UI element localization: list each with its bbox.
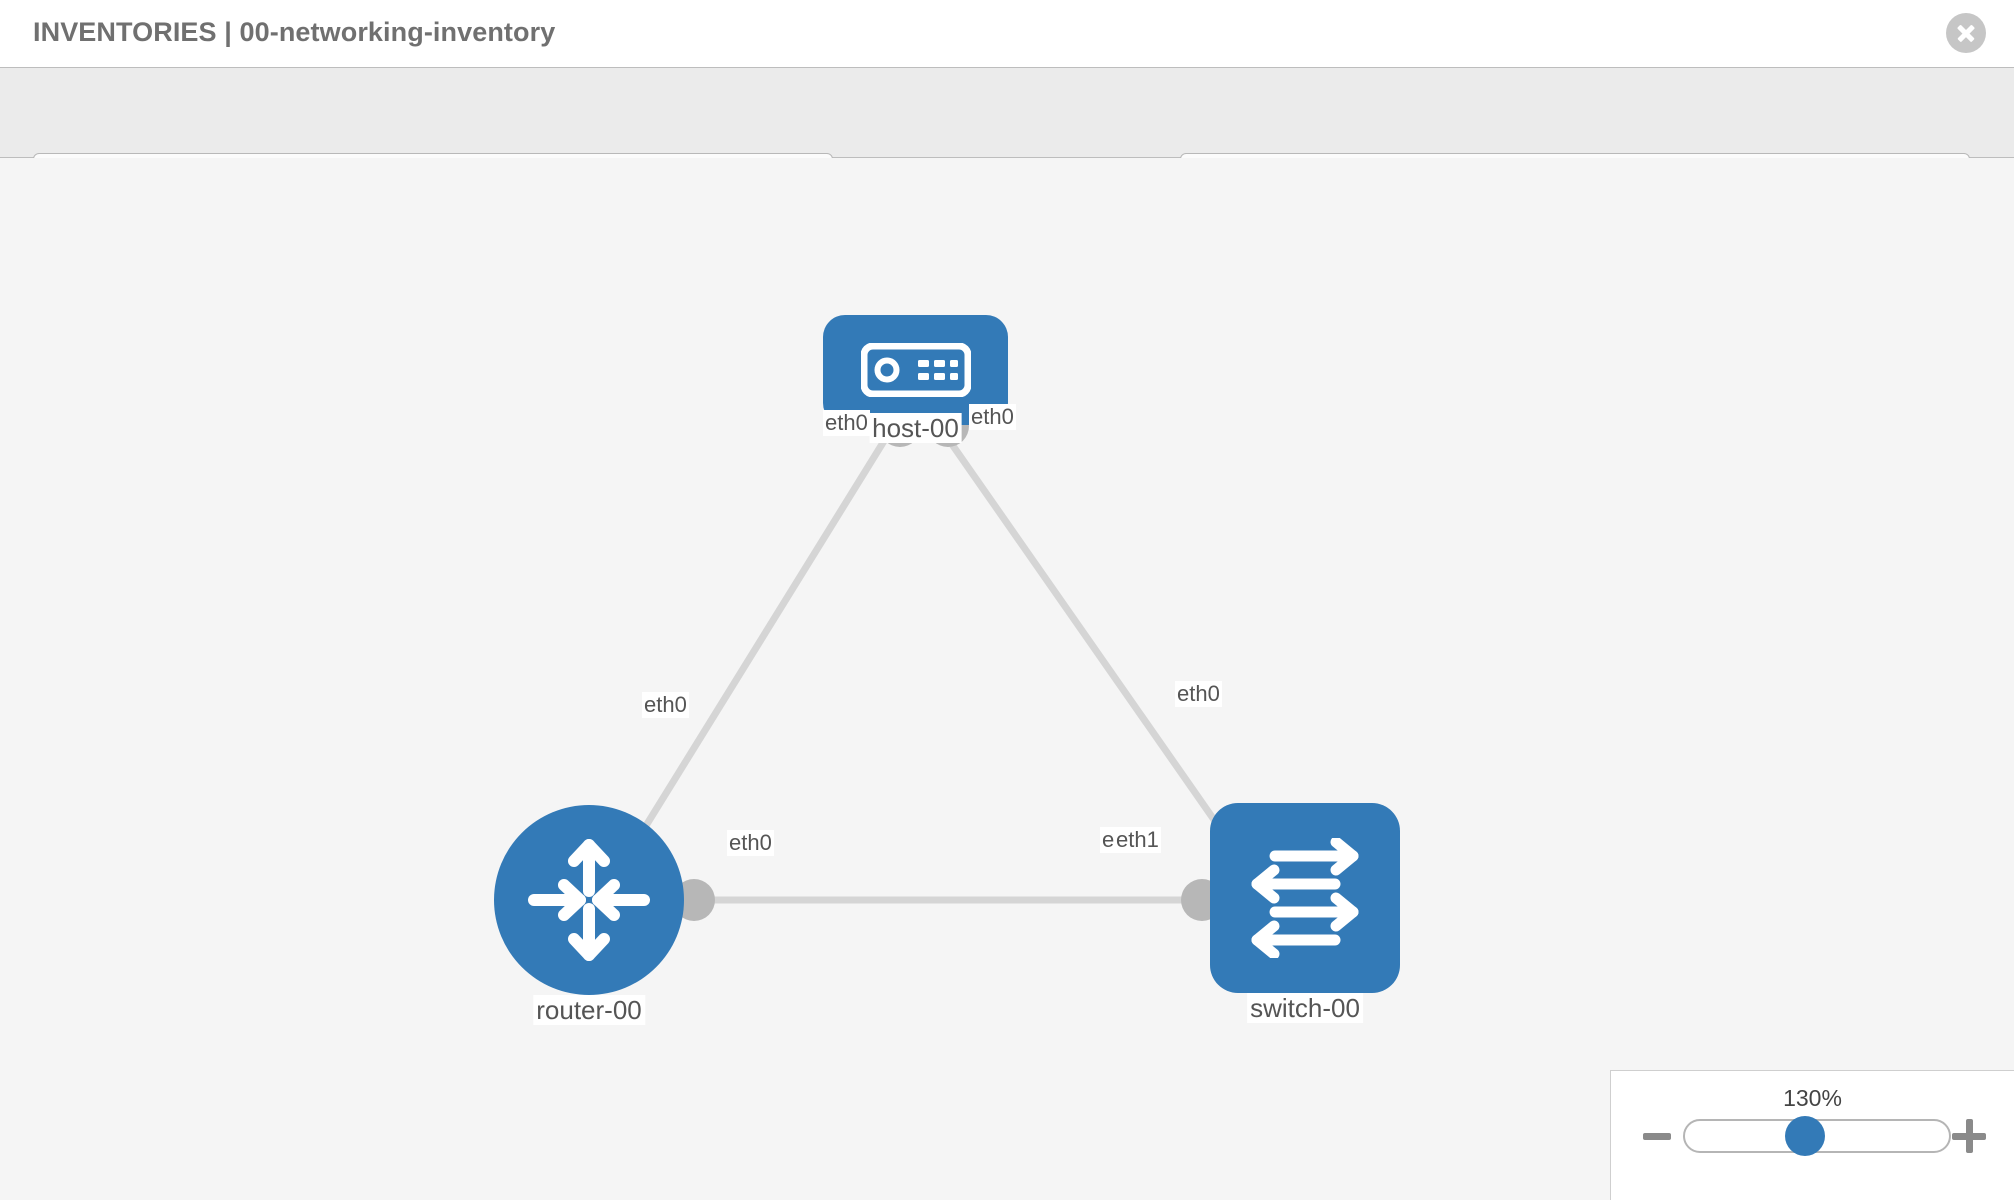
node-switch-00-shape[interactable] [1210,803,1400,993]
node-router-00-label: router-00 [533,995,645,1025]
close-icon[interactable] [1946,13,1986,53]
topology-canvas[interactable]: host-00 router-00 [0,158,2014,1200]
node-router-00[interactable]: router-00 [494,805,684,1025]
toolbar: ACTIONS SEARCH [0,68,2014,204]
zoom-panel: 130% [1610,1070,2014,1200]
node-router-00-shape[interactable] [494,805,684,995]
iface-label-router-up: eth0 [642,692,689,718]
link-router-host [597,418,900,902]
node-switch-00-label: switch-00 [1247,993,1363,1023]
iface-label-host-left: eth0 [823,410,870,436]
switch-arrows-icon [1251,838,1359,958]
node-switch-00[interactable]: switch-00 [1210,803,1400,1023]
iface-label-switch-left-over: eth1 [1114,827,1161,853]
plus-icon[interactable] [1952,1119,1986,1153]
server-icon [860,343,971,397]
node-host-00[interactable]: host-00 [823,315,1008,443]
iface-label-router-right: eth0 [727,830,774,856]
router-arrows-icon [528,839,650,961]
iface-label-switch-up: eth0 [1175,681,1222,707]
iface-label-host-right: eth0 [969,404,1016,430]
page-header: INVENTORIES | 00-networking-inventory [0,0,2014,68]
node-host-00-label: host-00 [869,413,962,443]
zoom-slider-thumb[interactable] [1785,1116,1825,1156]
page-title: INVENTORIES | 00-networking-inventory [33,17,556,47]
zoom-level-value: 130% [1783,1085,1842,1111]
minus-icon[interactable] [1643,1133,1671,1140]
plus-icon-bar-v [1965,1119,1973,1153]
